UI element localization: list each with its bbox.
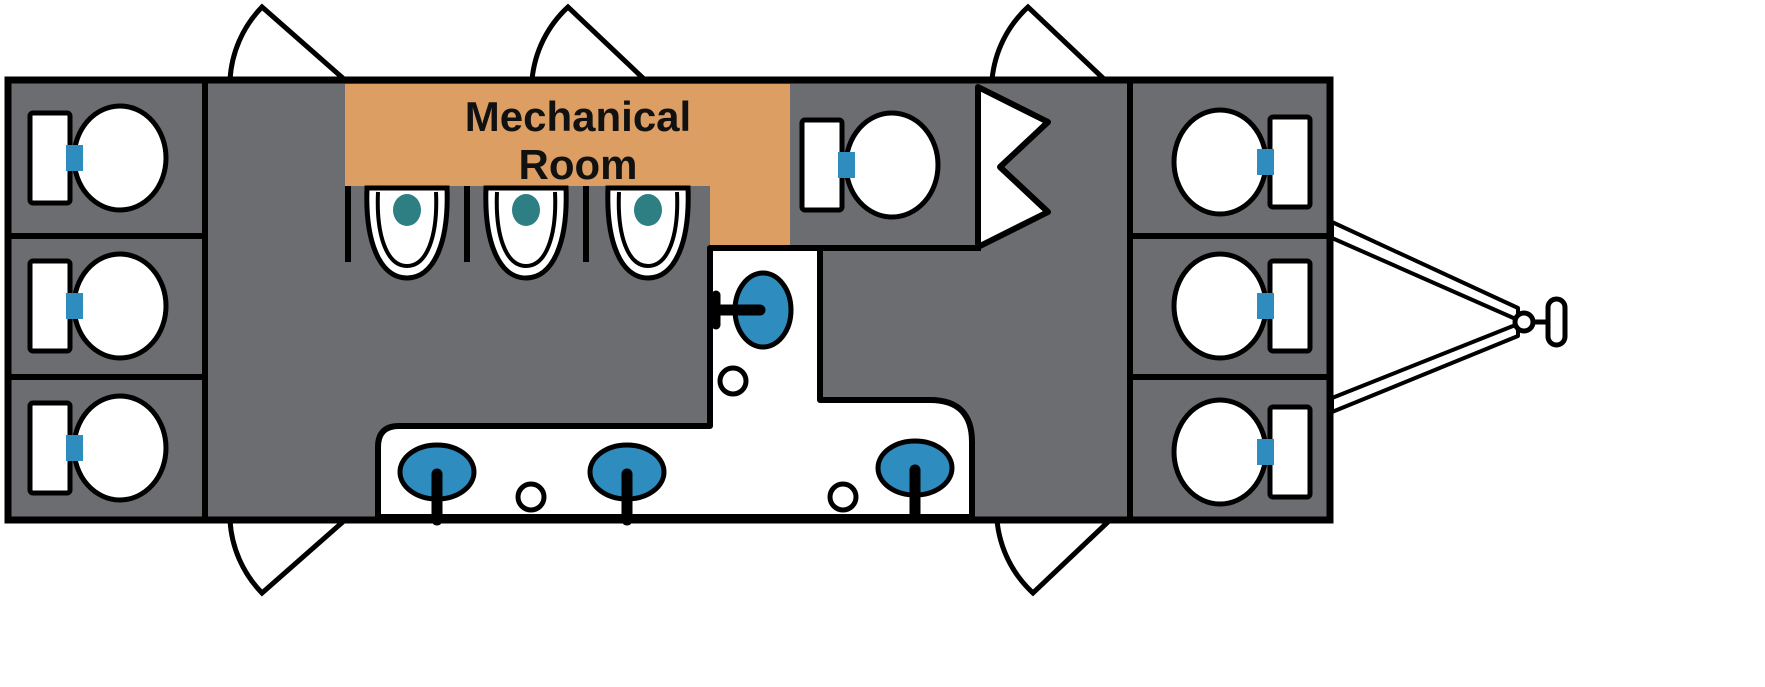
trailer-hitch [1330, 220, 1568, 414]
door-swing-icon [989, 3, 1108, 83]
sink-counter [375, 245, 975, 520]
mechanical-room [345, 84, 790, 245]
toilet-icon [1174, 400, 1310, 504]
door-swing-icon [227, 3, 348, 83]
stall-door-opening [975, 84, 1051, 250]
toilet-icon [30, 106, 166, 210]
hitch-arm-bottom [1330, 322, 1520, 414]
drain-icon [827, 481, 859, 513]
hitch-ring-icon [1512, 310, 1536, 334]
toilet-icon [1174, 254, 1310, 358]
door-swing-icon [227, 517, 348, 597]
sink-icon [710, 270, 794, 350]
drain-icon [717, 365, 749, 397]
toilet-icon [1174, 110, 1310, 214]
drain-icon [515, 481, 547, 513]
mechanical-room-label-line2: Room [519, 141, 638, 188]
toilet-icon [802, 113, 938, 217]
hitch-arm-top [1330, 220, 1520, 322]
door-swing-icon [994, 517, 1113, 597]
door-swing-icon [529, 3, 648, 83]
toilet-icon [30, 254, 166, 358]
toilet-icon [30, 396, 166, 500]
mechanical-room-label-line1: Mechanical [465, 93, 691, 140]
hitch-coupler-icon [1545, 296, 1568, 348]
